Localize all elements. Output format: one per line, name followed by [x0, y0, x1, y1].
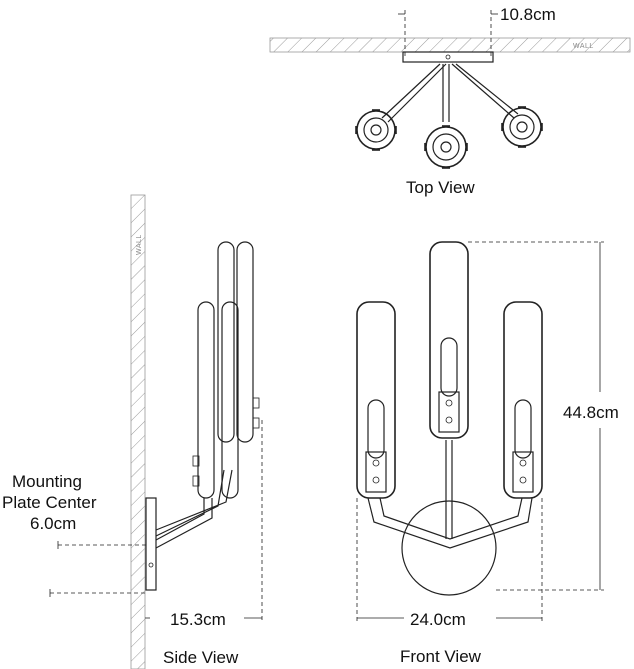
side-view-title: Side View: [163, 648, 239, 667]
side-wall-label: WALL: [136, 234, 143, 255]
side-clip-4: [192, 475, 200, 487]
side-wall-band: [130, 194, 146, 669]
side-mount-screw: [148, 562, 154, 568]
side-shade-front: [197, 301, 215, 499]
top-arm-right: [451, 63, 519, 119]
top-cup-center: [424, 125, 468, 169]
side-shade-back: [217, 241, 235, 443]
side-dim-label: 15.3cm: [170, 610, 226, 629]
mounting-label-line2: Plate Center: [2, 493, 97, 512]
side-view: WALL Mounting Plate Center 6.0cm 15.3cm …: [2, 194, 263, 669]
front-shade-right: [503, 301, 543, 499]
top-arm-left: [381, 63, 447, 123]
top-mount-screw: [445, 54, 451, 60]
side-shade-front-2: [221, 301, 239, 499]
front-arm-outer: [367, 497, 533, 549]
front-view-title: Front View: [400, 647, 482, 666]
mounting-label-line1: Mounting: [12, 472, 82, 491]
side-clip-2: [252, 417, 260, 429]
front-dim-height-label: 44.8cm: [563, 403, 619, 422]
front-shade-left: [356, 301, 396, 499]
top-mount-plate: [402, 51, 494, 63]
front-backplate: [401, 500, 497, 596]
top-arm-center: [442, 64, 450, 122]
front-dim-width-label: 24.0cm: [410, 610, 466, 629]
top-cup-left: [355, 109, 397, 151]
top-cup-right: [501, 106, 543, 148]
side-arm-lower: [155, 498, 213, 549]
side-mount-plate: [145, 497, 157, 591]
side-clip-1: [252, 397, 260, 409]
front-arm-center: [445, 440, 453, 539]
top-wall-label: WALL: [573, 43, 594, 50]
top-view-title: Top View: [406, 178, 475, 197]
top-view: WALL 10.8cm: [269, 5, 631, 197]
mounting-label-value: 6.0cm: [30, 514, 76, 533]
front-view: 44.8cm 24.0cm Front View: [356, 241, 619, 666]
side-clip-3: [192, 455, 200, 467]
side-arm-upper: [155, 469, 233, 537]
top-dim-label: 10.8cm: [500, 5, 556, 24]
front-shade-center: [429, 241, 469, 439]
side-shade-back-2: [236, 241, 254, 443]
front-arm-inner: [379, 497, 523, 540]
